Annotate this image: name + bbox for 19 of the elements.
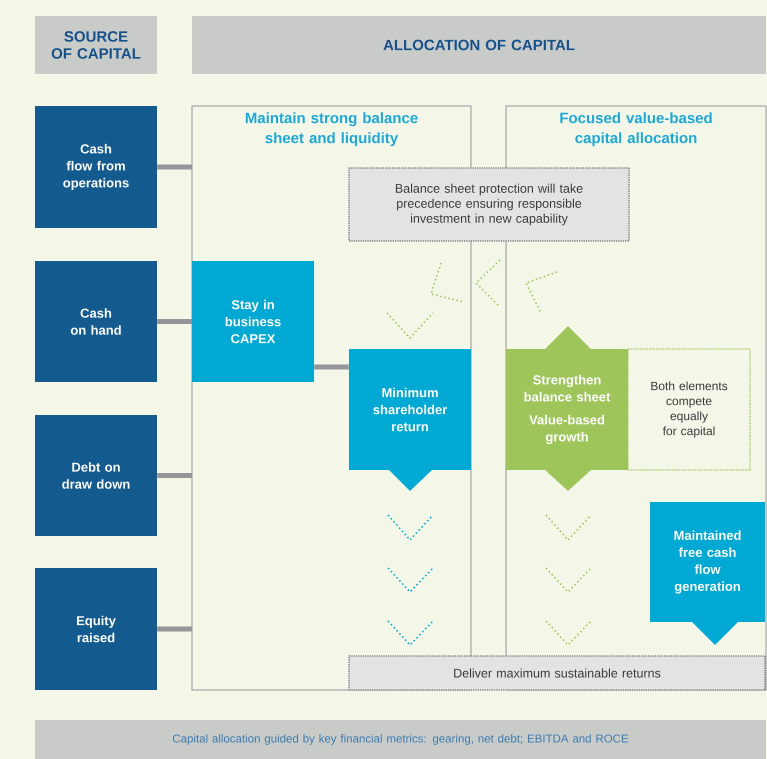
note-box: Both elements compete equally for capital <box>627 348 751 471</box>
note-box: Balance sheet protection will take precedence ensuring responsible investment in new capability <box>348 167 630 242</box>
connector-line <box>157 319 192 324</box>
process-box: Strengthen balance sheet Value-based growth <box>506 326 628 491</box>
process-box: Minimum shareholder return <box>349 349 471 491</box>
process-box: Stay in business CAPEX <box>192 261 314 382</box>
process-box: Maintained free cash flow generation <box>650 502 766 645</box>
footer-bar: Capital allocation guided by key financial metrics: gearing, net debt; EBITDA and ROCE <box>35 720 766 759</box>
result-box: Deliver maximum sustainable returns <box>348 655 766 691</box>
header-box: SOURCE OF CAPITAL <box>35 16 157 74</box>
header-bar: ALLOCATION OF CAPITAL <box>192 16 766 74</box>
source-box: Equity raised <box>35 568 157 690</box>
source-box: Cash flow from operations <box>35 106 157 228</box>
source-box: Debt on draw down <box>35 415 157 536</box>
source-box: Cash on hand <box>35 261 157 382</box>
connector-line <box>157 473 192 478</box>
connector-line <box>314 364 349 370</box>
connector-line <box>157 626 192 632</box>
connector-line <box>157 164 192 170</box>
